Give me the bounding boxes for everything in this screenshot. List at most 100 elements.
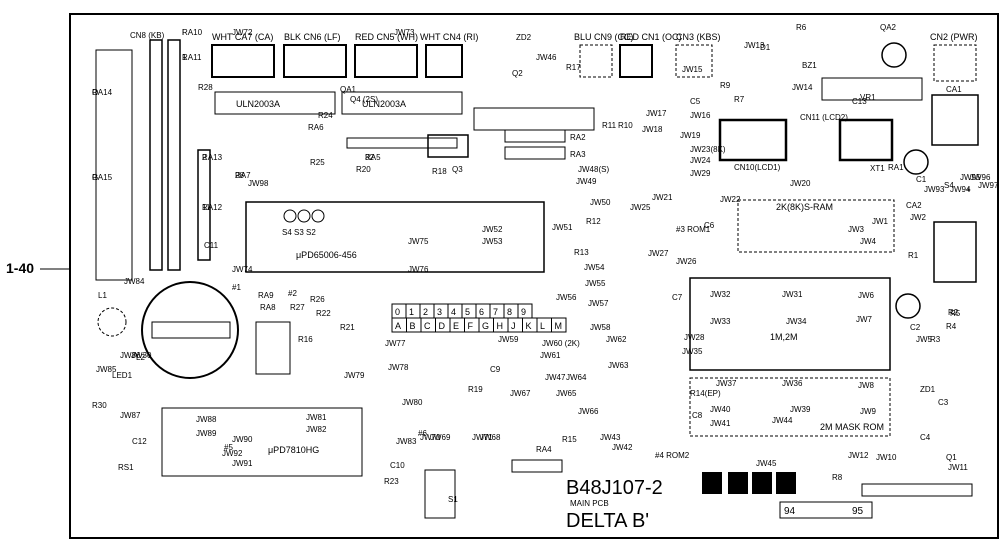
component-label: JW31 [782, 290, 803, 299]
hex-key-label: A [395, 321, 401, 331]
hex-key-label: 8 [507, 307, 512, 317]
component-label: JW50 [590, 198, 611, 207]
component-label: JW64 [566, 373, 587, 382]
component-label: O [92, 88, 98, 97]
component-label: R17 [566, 63, 581, 72]
component-label: RA13 [202, 153, 223, 162]
code-block-4 [776, 472, 796, 494]
component-label: JW56 [556, 293, 577, 302]
hex-key-label: 6 [479, 307, 484, 317]
component-label: 11 [202, 203, 211, 212]
component-label: JW97 [978, 181, 999, 190]
component-label: RA3 [570, 150, 586, 159]
component-label: R1 [908, 251, 919, 260]
cn6-connector [283, 44, 347, 78]
connector-label-cn9: BLU CN9 (CC) [574, 32, 634, 42]
component-label: 28 [235, 171, 244, 180]
component-label: R19 [468, 385, 483, 394]
component-label: R5 [950, 309, 961, 318]
component-label: JW52 [482, 225, 503, 234]
component-label: RA5 [365, 153, 381, 162]
component-label: R14(EP) [690, 389, 721, 398]
component-label: JW94 [950, 185, 971, 194]
component-label: L1 [98, 291, 107, 300]
component-label: C9 [490, 365, 501, 374]
hex-key-label: F [468, 321, 474, 331]
component-label: JW13 [744, 41, 765, 50]
component-label: JW36 [782, 379, 803, 388]
connector-label-cn10: CN10(LCD1) [734, 163, 781, 172]
component-label: #6 [418, 429, 427, 438]
hex-key-label: 0 [395, 307, 400, 317]
component-label: RA1 [888, 163, 904, 172]
component-label: JW73 [394, 28, 415, 37]
hex-key-label: L [540, 321, 545, 331]
component-label: JW2 [910, 213, 927, 222]
component-label: R21 [340, 323, 355, 332]
component-label: JW44 [772, 416, 793, 425]
component-label: JW81 [306, 413, 327, 422]
hex-key-label: E [453, 321, 459, 331]
component-label: JW54 [584, 263, 605, 272]
component-label: CA1 [946, 85, 962, 94]
component-label: RA11 [182, 53, 202, 62]
component-label: G [92, 173, 98, 182]
hex-key-label: B [410, 321, 416, 331]
connector-label-cn3: CN3 (KBS) [676, 32, 721, 42]
ra9-ra8-block [255, 321, 291, 375]
ca1-jw1-block [821, 77, 923, 101]
battery-tab [151, 321, 231, 339]
hex-key-label: H [497, 321, 504, 331]
component-label: Q2 [512, 69, 523, 78]
corner-tag [779, 501, 873, 519]
component-label: 1 [182, 53, 187, 62]
component-label: Q4 (2S) [350, 95, 378, 104]
hex-key-cell [551, 317, 567, 333]
hex-key-label: 2 [423, 307, 428, 317]
component-label: JW19 [680, 131, 701, 140]
component-label: JW47 [545, 373, 566, 382]
cn4-connector [425, 44, 463, 78]
l1-inductor [931, 94, 979, 146]
component-label: L2 [136, 353, 145, 362]
component-label: JW43 [600, 433, 621, 442]
component-label: R10 [618, 121, 633, 130]
component-label: R3 [930, 335, 941, 344]
connector-label-cn5: RED CN5 (WH) [355, 32, 418, 42]
connector-label-cn8: CN8 (KB) [130, 31, 165, 40]
component-label: JW51 [552, 223, 573, 232]
component-label: R11 [602, 121, 617, 130]
component-label: JW27 [648, 249, 669, 258]
component-label: JW75 [408, 237, 429, 246]
component-label: JW48(S) [578, 165, 609, 174]
component-label: RA9 [258, 291, 274, 300]
component-label: JW87 [120, 411, 141, 420]
component-label: C5 [690, 97, 701, 106]
component-label: #1 [232, 283, 241, 292]
component-label: 32 [365, 153, 374, 162]
ca2-block [473, 107, 595, 131]
component-label: C10 [390, 461, 405, 470]
component-label: R26 [310, 295, 325, 304]
component-label: JW83 [396, 437, 417, 446]
upd7810-chip [161, 407, 363, 477]
ra10-strip [149, 39, 163, 271]
component-label: R2 [948, 308, 959, 317]
component-label: JW77 [385, 339, 406, 348]
component-label: RA7 [235, 171, 251, 180]
component-label: C2 [910, 323, 921, 332]
hex-key-label: K [526, 321, 532, 331]
component-label: JW35 [682, 347, 703, 356]
component-label: XT1 [870, 164, 885, 173]
component-label: R6 [796, 23, 807, 32]
switch-s4 [283, 209, 297, 223]
component-label: I [182, 28, 184, 37]
component-label: JW46 [536, 53, 557, 62]
hex-key-label: 1 [409, 307, 414, 317]
component-label: RS1 [118, 463, 134, 472]
component-label: JW1 [872, 217, 889, 226]
component-label: JW25 [630, 203, 651, 212]
component-label: RA12 [202, 203, 223, 212]
connector-label-cn2: CN2 (PWR) [930, 32, 978, 42]
component-label: JW67 [510, 389, 531, 398]
